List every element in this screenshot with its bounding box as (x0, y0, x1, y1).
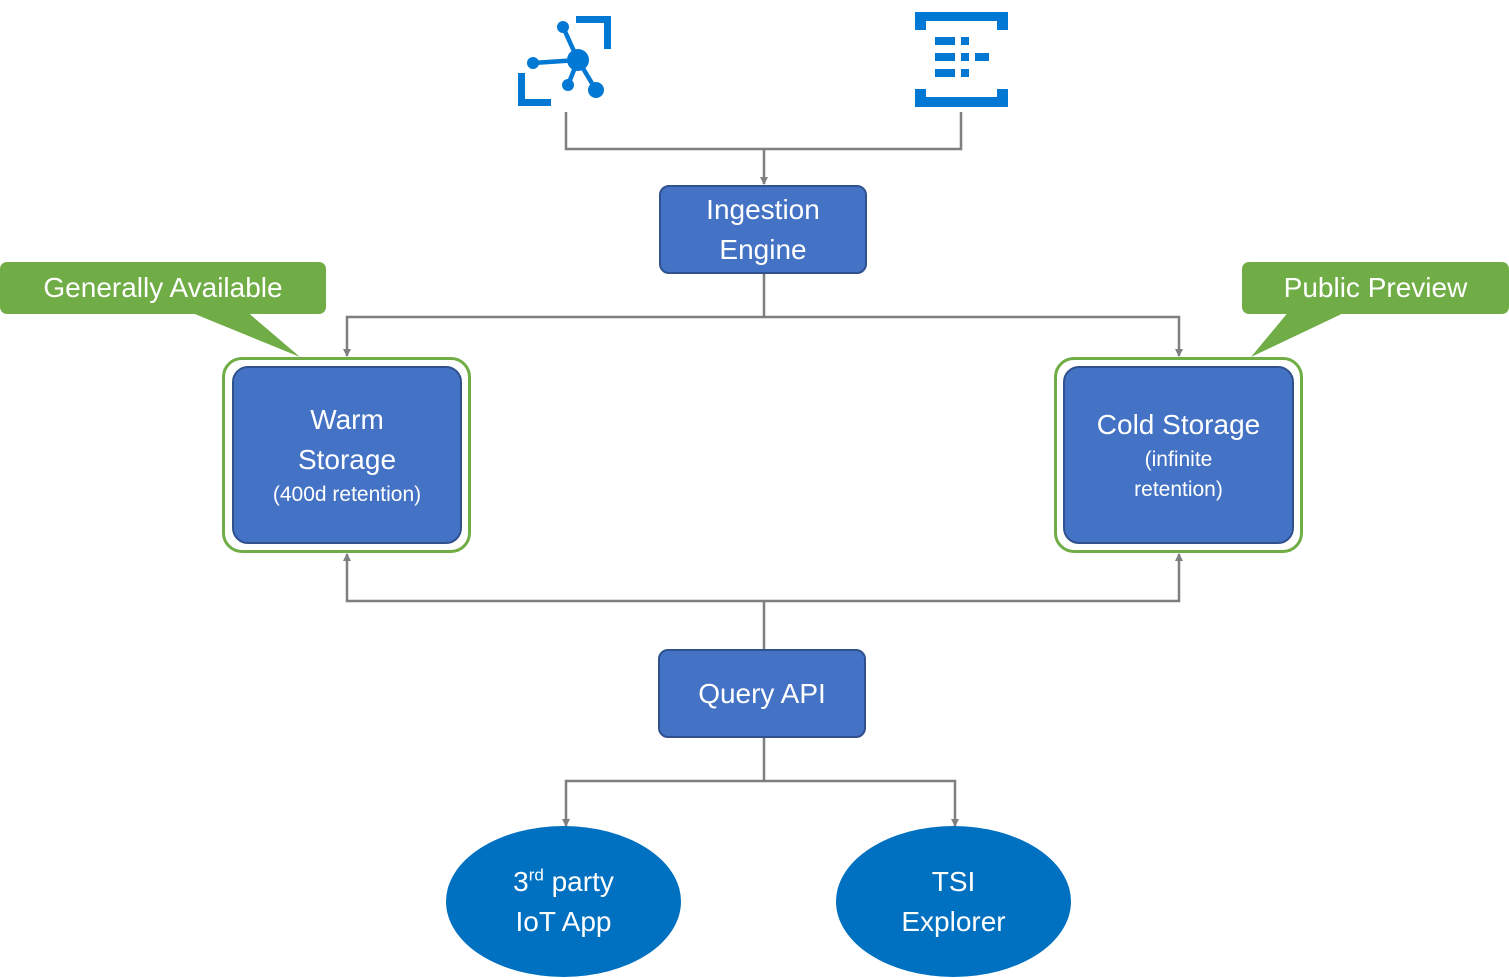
connector-query-to-cold (764, 553, 1183, 603)
connector-to-iot-app (562, 779, 764, 827)
generally-available-callout: Generally Available (0, 262, 326, 314)
cold-storage-retention-line1: (infinite (1144, 448, 1213, 471)
public-preview-callout: Public Preview (1242, 262, 1509, 314)
warm-storage-box: Warm Storage (400d retention) (232, 366, 462, 544)
ingestion-engine-box: Ingestion Engine (659, 185, 867, 274)
callout-tail-generally-available (185, 310, 300, 357)
third-party-iot-app-label-line1: 3rd party (513, 865, 614, 897)
iot-hub-icon (518, 16, 611, 106)
tsi-explorer-ellipse: TSI Explorer (836, 826, 1071, 977)
cold-storage-retention-line2: retention) (1134, 478, 1223, 501)
cold-storage-label-line1: Cold Storage (1096, 409, 1261, 440)
ingestion-engine-label-line1: Ingestion (706, 193, 820, 225)
tsi-explorer-label-line1: TSI (931, 865, 976, 897)
generally-available-label: Generally Available (43, 272, 283, 303)
query-api-label: Query API (698, 677, 826, 709)
warm-storage-label-line1: Warm (310, 404, 384, 435)
event-hubs-icon (915, 12, 1008, 107)
connector-to-tsi-explorer (764, 779, 959, 827)
connector-to-warm-storage (343, 315, 764, 357)
connector-lines (343, 112, 1183, 827)
ingestion-engine-label-line2: Engine (719, 233, 807, 265)
query-api-box: Query API (658, 649, 866, 738)
connector-query-to-warm (343, 553, 764, 603)
cold-storage-box: Cold Storage (infinite retention) (1063, 366, 1294, 544)
callout-tail-public-preview (1251, 310, 1350, 357)
public-preview-label: Public Preview (1283, 272, 1468, 303)
third-party-iot-app-label-line2: IoT App (515, 905, 612, 937)
connector-to-cold-storage (764, 315, 1183, 357)
third-party-iot-app-ellipse: 3rd party IoT App (446, 826, 681, 977)
warm-storage-label-line2: Storage (297, 444, 397, 475)
connector-iot-hub-to-ingestion (564, 112, 963, 151)
tsi-explorer-label-line2: Explorer (901, 905, 1006, 937)
warm-storage-retention: (400d retention) (272, 483, 422, 506)
